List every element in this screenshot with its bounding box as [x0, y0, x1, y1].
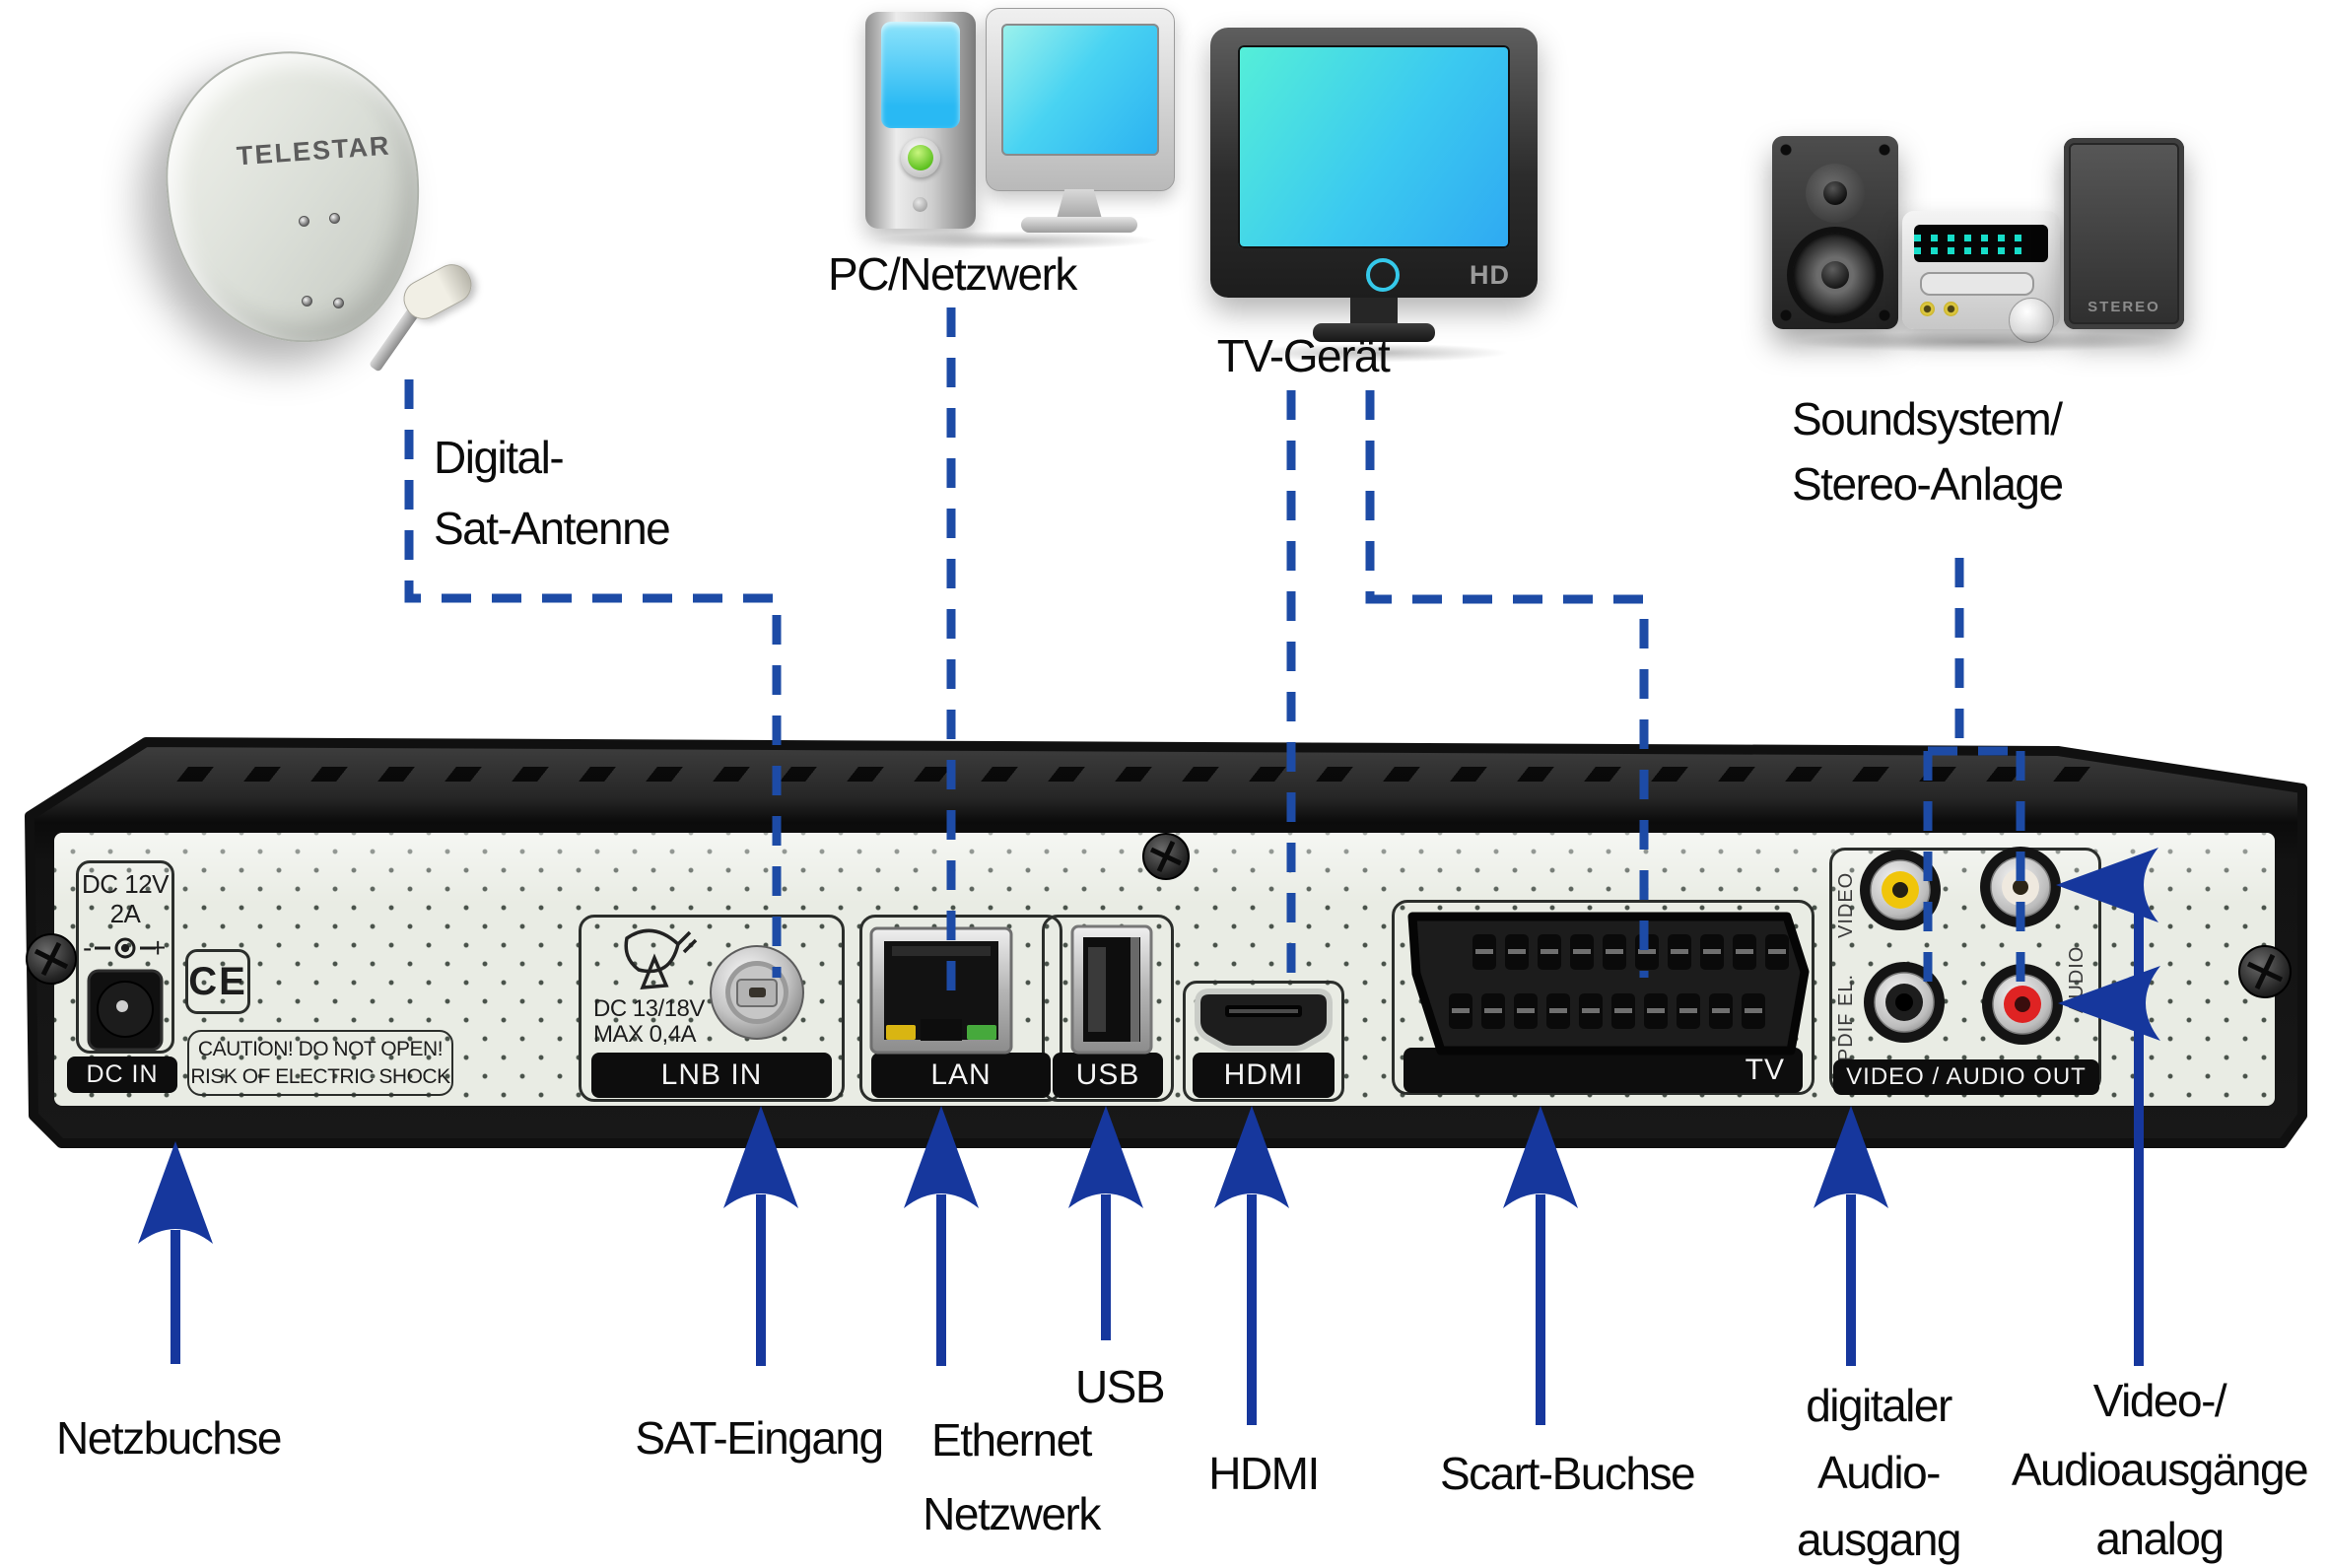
callout-line: ausgang — [1797, 1514, 1962, 1565]
speaker-left-icon — [1772, 136, 1898, 329]
dc-polarity-minus: - — [83, 932, 92, 963]
dc-polarity-plus: + — [150, 932, 166, 963]
pc-monitor-base — [1021, 217, 1137, 233]
lan-port — [869, 926, 1013, 1055]
ce-mark-box — [185, 949, 250, 1014]
sound-shadow — [1784, 331, 2178, 353]
pc-tower-front — [881, 22, 960, 128]
callout-hdmi: HDMI — [1208, 1448, 1320, 1499]
tv-icon: HD — [1210, 28, 1538, 298]
speaker-woofer — [1793, 233, 1878, 317]
callout-line: Audio- — [1817, 1447, 1941, 1498]
tv-shadow — [1238, 343, 1514, 363]
stereo-knob — [2009, 298, 2054, 343]
dc-current-text: 2A — [109, 899, 141, 928]
dish-screw-dot — [333, 298, 344, 308]
usb-block — [1042, 915, 1174, 1102]
hdmi-block — [1183, 981, 1344, 1102]
dc-in-block — [76, 860, 174, 1054]
callout-line: Netzwerk — [923, 1488, 1101, 1539]
callout-netzbuchse: Netzbuchse — [56, 1412, 282, 1464]
pc-monitor-icon — [986, 8, 1175, 191]
callout-line: Video-/ — [2092, 1375, 2227, 1426]
spdif-jack — [1864, 962, 1945, 1043]
caution-box — [187, 1030, 453, 1096]
callout-line: Audioausgänge — [2011, 1444, 2309, 1495]
tv-stand-base — [1313, 323, 1435, 342]
stereo-disc-slot — [1920, 272, 2034, 296]
pc-tower-icon — [865, 12, 976, 229]
dc-jack — [87, 969, 164, 1052]
ce-mark-text: CE — [188, 960, 247, 1003]
callout-ethernet: Ethernet Netzwerk — [863, 1403, 1159, 1551]
label-soundsystem: Soundsystem/ Stereo-Anlage — [1792, 386, 2064, 516]
lnb-dish-glyph — [624, 928, 698, 989]
screw-icon — [1142, 833, 1190, 880]
usb-band: USB — [1053, 1053, 1163, 1098]
rca-audio-left-jack — [1980, 847, 2061, 927]
dc-in-band: DC IN — [67, 1057, 177, 1093]
dish-screw-dot — [329, 213, 340, 224]
stereo-display-dots — [1914, 247, 2024, 254]
lnb-spec-line2: MAX 0,4A — [593, 1021, 697, 1048]
stereo-display — [1914, 225, 2048, 262]
usb-port — [1070, 924, 1153, 1055]
rca-audio-right-jack — [1982, 964, 2063, 1045]
callout-line: digitaler — [1806, 1380, 1952, 1431]
dish-screw-dot — [302, 296, 312, 307]
rca-video-jack — [1860, 850, 1941, 930]
label-pc-netzwerk: PC/Netzwerk — [828, 248, 1077, 300]
pc-power-button-icon — [901, 138, 940, 177]
callout-line: analog — [2095, 1513, 2225, 1564]
screw-icon — [26, 933, 77, 985]
label-tv-geraet: TV-Gerät — [1216, 330, 1391, 381]
stereo-jack-icon — [1920, 302, 1935, 316]
tv-power-icon — [1366, 258, 1400, 292]
stereo-jack-icon — [1944, 302, 1958, 316]
callout-line: Ethernet — [931, 1414, 1092, 1466]
dc-voltage-text: DC 12V — [81, 869, 170, 899]
pc-monitor-neck — [1057, 189, 1102, 219]
lnb-f-connector — [710, 945, 804, 1040]
hdmi-band: HDMI — [1193, 1053, 1335, 1098]
pc-shadow — [867, 231, 1163, 250]
dc-polarity-icon — [95, 937, 156, 959]
hdmi-port — [1195, 989, 1333, 1052]
pc-monitor-screen — [1001, 24, 1159, 156]
label-line: Soundsystem/ — [1792, 393, 2063, 444]
screw-icon — [2238, 945, 2292, 998]
callout-digital-audio: digitaler Audio- ausgang — [1731, 1372, 2026, 1568]
caution-line1: CAUTION! DO NOT OPEN! — [197, 1038, 444, 1060]
lnb-spec-line1: DC 13/18V — [593, 995, 705, 1022]
tv-screen — [1238, 45, 1510, 248]
stereo-display-dots — [1914, 235, 2024, 241]
callout-usb: USB — [1074, 1361, 1166, 1412]
speaker-tweeter — [1806, 164, 1865, 223]
pc-drive-dot — [913, 197, 927, 212]
speaker-right-icon: STEREO — [2064, 138, 2184, 329]
label-line: Stereo-Anlage — [1792, 458, 2064, 510]
scart-port — [1407, 912, 1810, 1056]
tv-stand-neck — [1350, 298, 1398, 325]
caution-line2: RISK OF ELECTRIC SHOCK — [190, 1065, 450, 1088]
speaker-badge: STEREO — [2088, 299, 2160, 315]
tv-hd-badge: HD — [1470, 260, 1510, 290]
callout-analog-av: Video-/ Audioausgänge analog — [1997, 1366, 2322, 1568]
av-out-band: VIDEO / AUDIO OUT — [1833, 1059, 2099, 1095]
lan-block — [859, 915, 1062, 1102]
dish-screw-dot — [299, 216, 309, 227]
lnb-in-band: LNB IN — [591, 1053, 832, 1098]
scart-tv-band: TV — [1404, 1048, 1803, 1093]
stereo-unit-icon — [1902, 211, 2060, 343]
callout-scart-buchse: Scart-Buchse — [1439, 1448, 1696, 1499]
callout-sat-eingang: SAT-Eingang — [635, 1412, 884, 1464]
lan-band: LAN — [871, 1053, 1051, 1098]
